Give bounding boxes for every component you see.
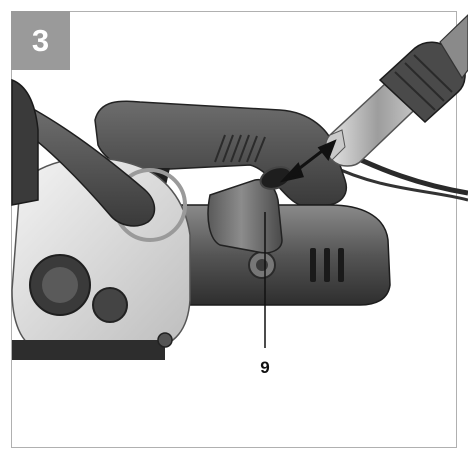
insertion-arrow	[279, 139, 337, 183]
vacuum-hose	[439, 14, 468, 80]
base-plate	[12, 340, 165, 360]
dust-port	[207, 178, 283, 254]
step-number-badge: 3	[11, 11, 70, 70]
base-screw	[157, 332, 173, 348]
auxiliary-handle	[20, 108, 156, 227]
left-edge-part	[11, 78, 39, 206]
vent-slots	[310, 248, 344, 282]
callout-label-9: 9	[260, 358, 270, 377]
hose-grip-ribs	[394, 54, 453, 111]
grip-texture	[214, 134, 266, 163]
power-cord-2	[329, 163, 468, 202]
lock-knob	[92, 287, 128, 323]
figure-frame	[11, 11, 457, 448]
